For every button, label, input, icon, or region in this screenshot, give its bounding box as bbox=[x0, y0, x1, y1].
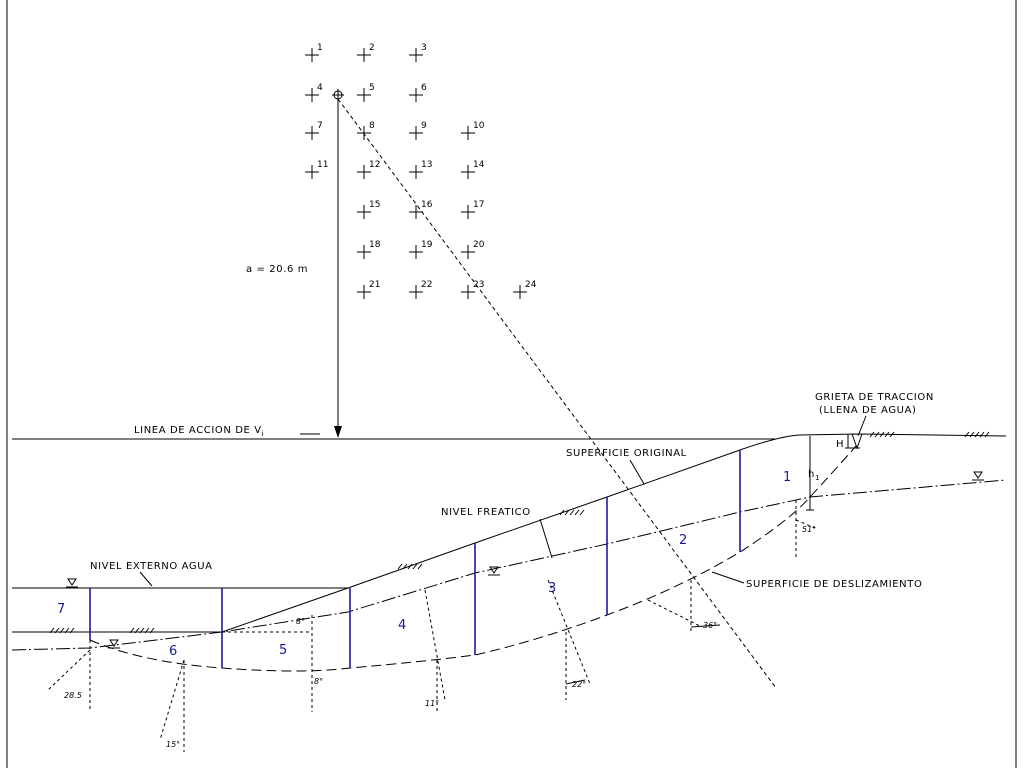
grid-point-10: 10 bbox=[461, 121, 485, 140]
grid-point-12: 12 bbox=[357, 160, 380, 179]
angle-slice-4: 11° bbox=[425, 699, 439, 708]
water-table-leader bbox=[539, 518, 553, 559]
grid-point-4: 4 bbox=[305, 83, 323, 102]
slice-number-1: 1 bbox=[783, 470, 791, 485]
grid-point-label: 8 bbox=[369, 121, 375, 131]
grid-point-label: 19 bbox=[421, 240, 433, 250]
grid-point-24: 24 bbox=[513, 280, 537, 299]
grid-point-label: 5 bbox=[369, 83, 375, 93]
grid-point-17: 17 bbox=[461, 200, 484, 219]
original-surface-leader bbox=[629, 459, 645, 485]
grid-point-label: 16 bbox=[421, 200, 433, 210]
slice-number-3: 3 bbox=[548, 581, 556, 596]
grid-point-5: 5 bbox=[357, 83, 375, 102]
angle-slice-5: 8° bbox=[314, 677, 323, 686]
angle-slice-3: 22° bbox=[572, 680, 586, 689]
tension-crack-label-1: GRIETA DE TRACCION bbox=[815, 392, 934, 403]
grid-point-label: 13 bbox=[421, 160, 432, 170]
grid-point-19: 19 bbox=[409, 240, 433, 259]
grid-point-6: 6 bbox=[409, 83, 427, 102]
h1-label: h1 bbox=[808, 469, 820, 482]
grid-point-23: 23 bbox=[461, 280, 484, 299]
angle-slice-6: 15° bbox=[166, 740, 180, 749]
grid-point-1: 1 bbox=[305, 43, 323, 62]
water-symbol-toe bbox=[108, 639, 120, 649]
water-symbol-crest bbox=[972, 471, 984, 481]
external-water-label: NIVEL EXTERNO AGUA bbox=[90, 561, 213, 572]
grid-point-label: 2 bbox=[369, 43, 375, 53]
angle-constructions bbox=[47, 500, 816, 752]
grid-point-label: 17 bbox=[473, 200, 484, 210]
grid-point-label: 20 bbox=[473, 240, 485, 250]
tension-crack-leader bbox=[857, 415, 867, 437]
grid-point-18: 18 bbox=[357, 240, 381, 259]
ground-hatch-symbols bbox=[49, 431, 990, 634]
ground-hatch bbox=[559, 509, 585, 516]
slice-number-6: 6 bbox=[169, 644, 177, 659]
slice-number-7: 7 bbox=[57, 602, 65, 617]
grid-point-label: 10 bbox=[473, 121, 485, 131]
grid-point-label: 12 bbox=[369, 160, 380, 170]
grid-point-label: 24 bbox=[525, 280, 537, 290]
grid-point-label: 1 bbox=[317, 43, 323, 53]
grid-point-label: 21 bbox=[369, 280, 380, 290]
grid-point-21: 21 bbox=[357, 280, 380, 299]
tension-crack bbox=[851, 433, 863, 450]
grid-point-label: 4 bbox=[317, 83, 323, 93]
grid-point-label: 11 bbox=[317, 160, 328, 170]
angle-slice-1: 51° bbox=[802, 525, 816, 534]
grid-point-3: 3 bbox=[409, 43, 427, 62]
grid-point-label: 22 bbox=[421, 280, 432, 290]
angle-slice-2: 36° bbox=[703, 621, 717, 630]
grid-point-label: 15 bbox=[369, 200, 380, 210]
ground-hatch bbox=[397, 563, 423, 570]
water-symbol-external bbox=[66, 578, 78, 588]
grid-point-16: 16 bbox=[409, 200, 433, 219]
grid-point-11: 11 bbox=[305, 160, 328, 179]
grid-point-label: 23 bbox=[473, 280, 484, 290]
grid-point-label: 18 bbox=[369, 240, 381, 250]
grid-point-label: 7 bbox=[317, 121, 323, 131]
water-symbol-slope bbox=[488, 566, 500, 576]
slip-surface-leader bbox=[711, 571, 745, 584]
grid-point-22: 22 bbox=[409, 280, 432, 299]
line-of-action-label: LINEA DE ACCION DE Vi bbox=[134, 425, 264, 438]
original-surface-label: SUPERFICIE ORIGINAL bbox=[566, 448, 687, 459]
slice-number-2: 2 bbox=[679, 533, 687, 548]
crack-depth-label: H bbox=[836, 439, 844, 450]
center-to-circle-dashed-line bbox=[337, 98, 777, 689]
radius-label: a = 20.6 m bbox=[246, 264, 308, 275]
grid-point-8: 8 bbox=[357, 121, 375, 140]
slip-surface bbox=[89, 445, 857, 672]
slip-surface-label: SUPERFICIE DE DESLIZAMIENTO bbox=[746, 579, 922, 590]
grid-point-9: 9 bbox=[409, 121, 427, 140]
radius-arrowhead bbox=[334, 426, 342, 438]
ground-hatch bbox=[49, 627, 75, 634]
grid-point-2: 2 bbox=[357, 43, 375, 62]
angle-slice-7: 28.5 bbox=[64, 691, 82, 700]
angle-slope: 8° bbox=[296, 617, 305, 626]
grid-point-label: 3 bbox=[421, 43, 427, 53]
slice-number-5: 5 bbox=[279, 643, 287, 658]
water-table-label: NIVEL FREATICO bbox=[441, 507, 531, 518]
external-water-leader bbox=[139, 571, 153, 587]
grid-point-15: 15 bbox=[357, 200, 380, 219]
ground-hatch bbox=[129, 627, 155, 634]
tension-crack-label-2: (LLENA DE AGUA) bbox=[819, 405, 917, 416]
slice-number-4: 4 bbox=[398, 618, 406, 633]
grid-point-20: 20 bbox=[461, 240, 485, 259]
grid-point-13: 13 bbox=[409, 160, 432, 179]
grid-point-7: 7 bbox=[305, 121, 323, 140]
grid-point-label: 14 bbox=[473, 160, 485, 170]
ground-hatch bbox=[964, 431, 990, 438]
original-surface bbox=[12, 433, 1007, 633]
grid-point-label: 9 bbox=[421, 121, 427, 131]
grid-point-14: 14 bbox=[461, 160, 485, 179]
ground-hatch bbox=[869, 431, 895, 438]
grid-point-label: 6 bbox=[421, 83, 427, 93]
